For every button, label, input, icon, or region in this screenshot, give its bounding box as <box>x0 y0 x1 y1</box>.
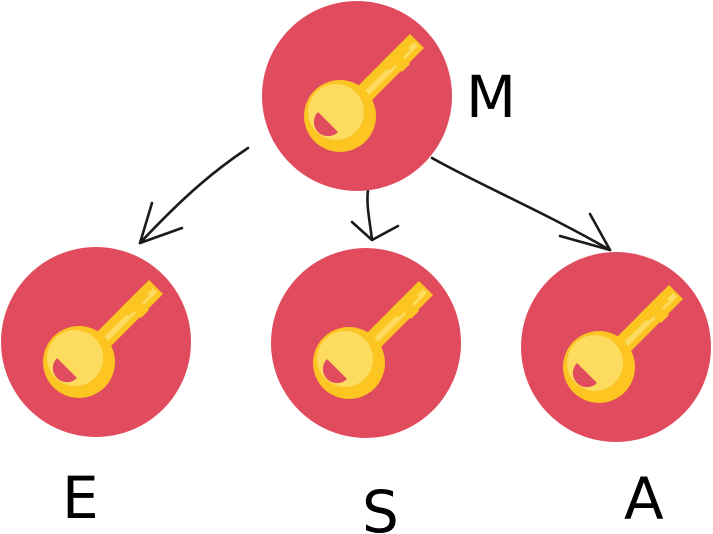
arrow-head <box>350 220 400 242</box>
arrow-shaft <box>138 146 250 245</box>
edge-m-to-s <box>350 188 400 242</box>
node-label: E <box>62 464 99 532</box>
arrow-shaft <box>430 156 612 252</box>
node-m: M <box>262 1 516 191</box>
node-label: M <box>466 63 516 131</box>
arrow-head <box>138 201 184 245</box>
edge-m-to-e <box>138 146 250 245</box>
node-label: S <box>362 478 399 534</box>
arrow-shaft <box>366 188 374 242</box>
node-s: S <box>271 248 461 534</box>
node-label: A <box>624 465 664 533</box>
arrow-head <box>558 212 612 252</box>
node-e: E <box>1 247 191 532</box>
node-a: A <box>521 252 711 533</box>
edge-m-to-a <box>430 156 612 252</box>
